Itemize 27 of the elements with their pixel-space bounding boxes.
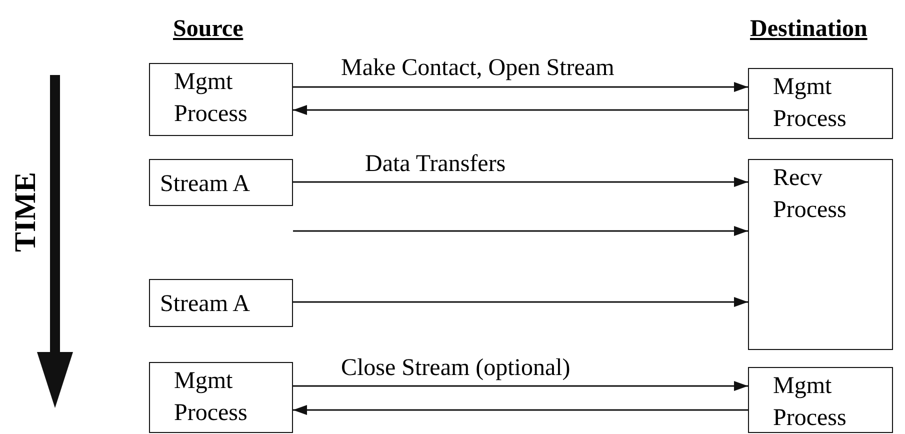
edge-label: Make Contact, Open Stream: [341, 54, 614, 82]
arrow: [293, 226, 748, 236]
box-label: Mgmt Process: [174, 367, 248, 428]
arrow: [293, 177, 748, 187]
process-box: [149, 362, 293, 433]
edge-label: Close Stream (optional): [341, 354, 570, 382]
column-heading: Source: [173, 15, 244, 44]
process-box: [149, 63, 293, 136]
arrow: [293, 297, 748, 307]
box-label: Mgmt Process: [773, 372, 848, 433]
box-label: Mgmt Process: [773, 73, 848, 134]
arrow: [293, 381, 748, 391]
time-label: TIME: [9, 171, 43, 254]
process-box: [149, 159, 293, 206]
arrow: [293, 105, 748, 115]
arrow: [293, 405, 748, 415]
box-label: Mgmt Process: [174, 68, 248, 129]
edge-label: Data Transfers: [365, 150, 506, 178]
arrow: [293, 82, 748, 92]
process-box: [748, 367, 893, 433]
column-heading: Destination: [750, 15, 868, 44]
box-label: Stream A: [160, 170, 251, 199]
process-box: [748, 68, 893, 139]
box-label: Recv Process: [773, 164, 848, 225]
process-box: [149, 279, 293, 327]
process-box: [748, 159, 893, 350]
box-label: Stream A: [160, 290, 251, 319]
